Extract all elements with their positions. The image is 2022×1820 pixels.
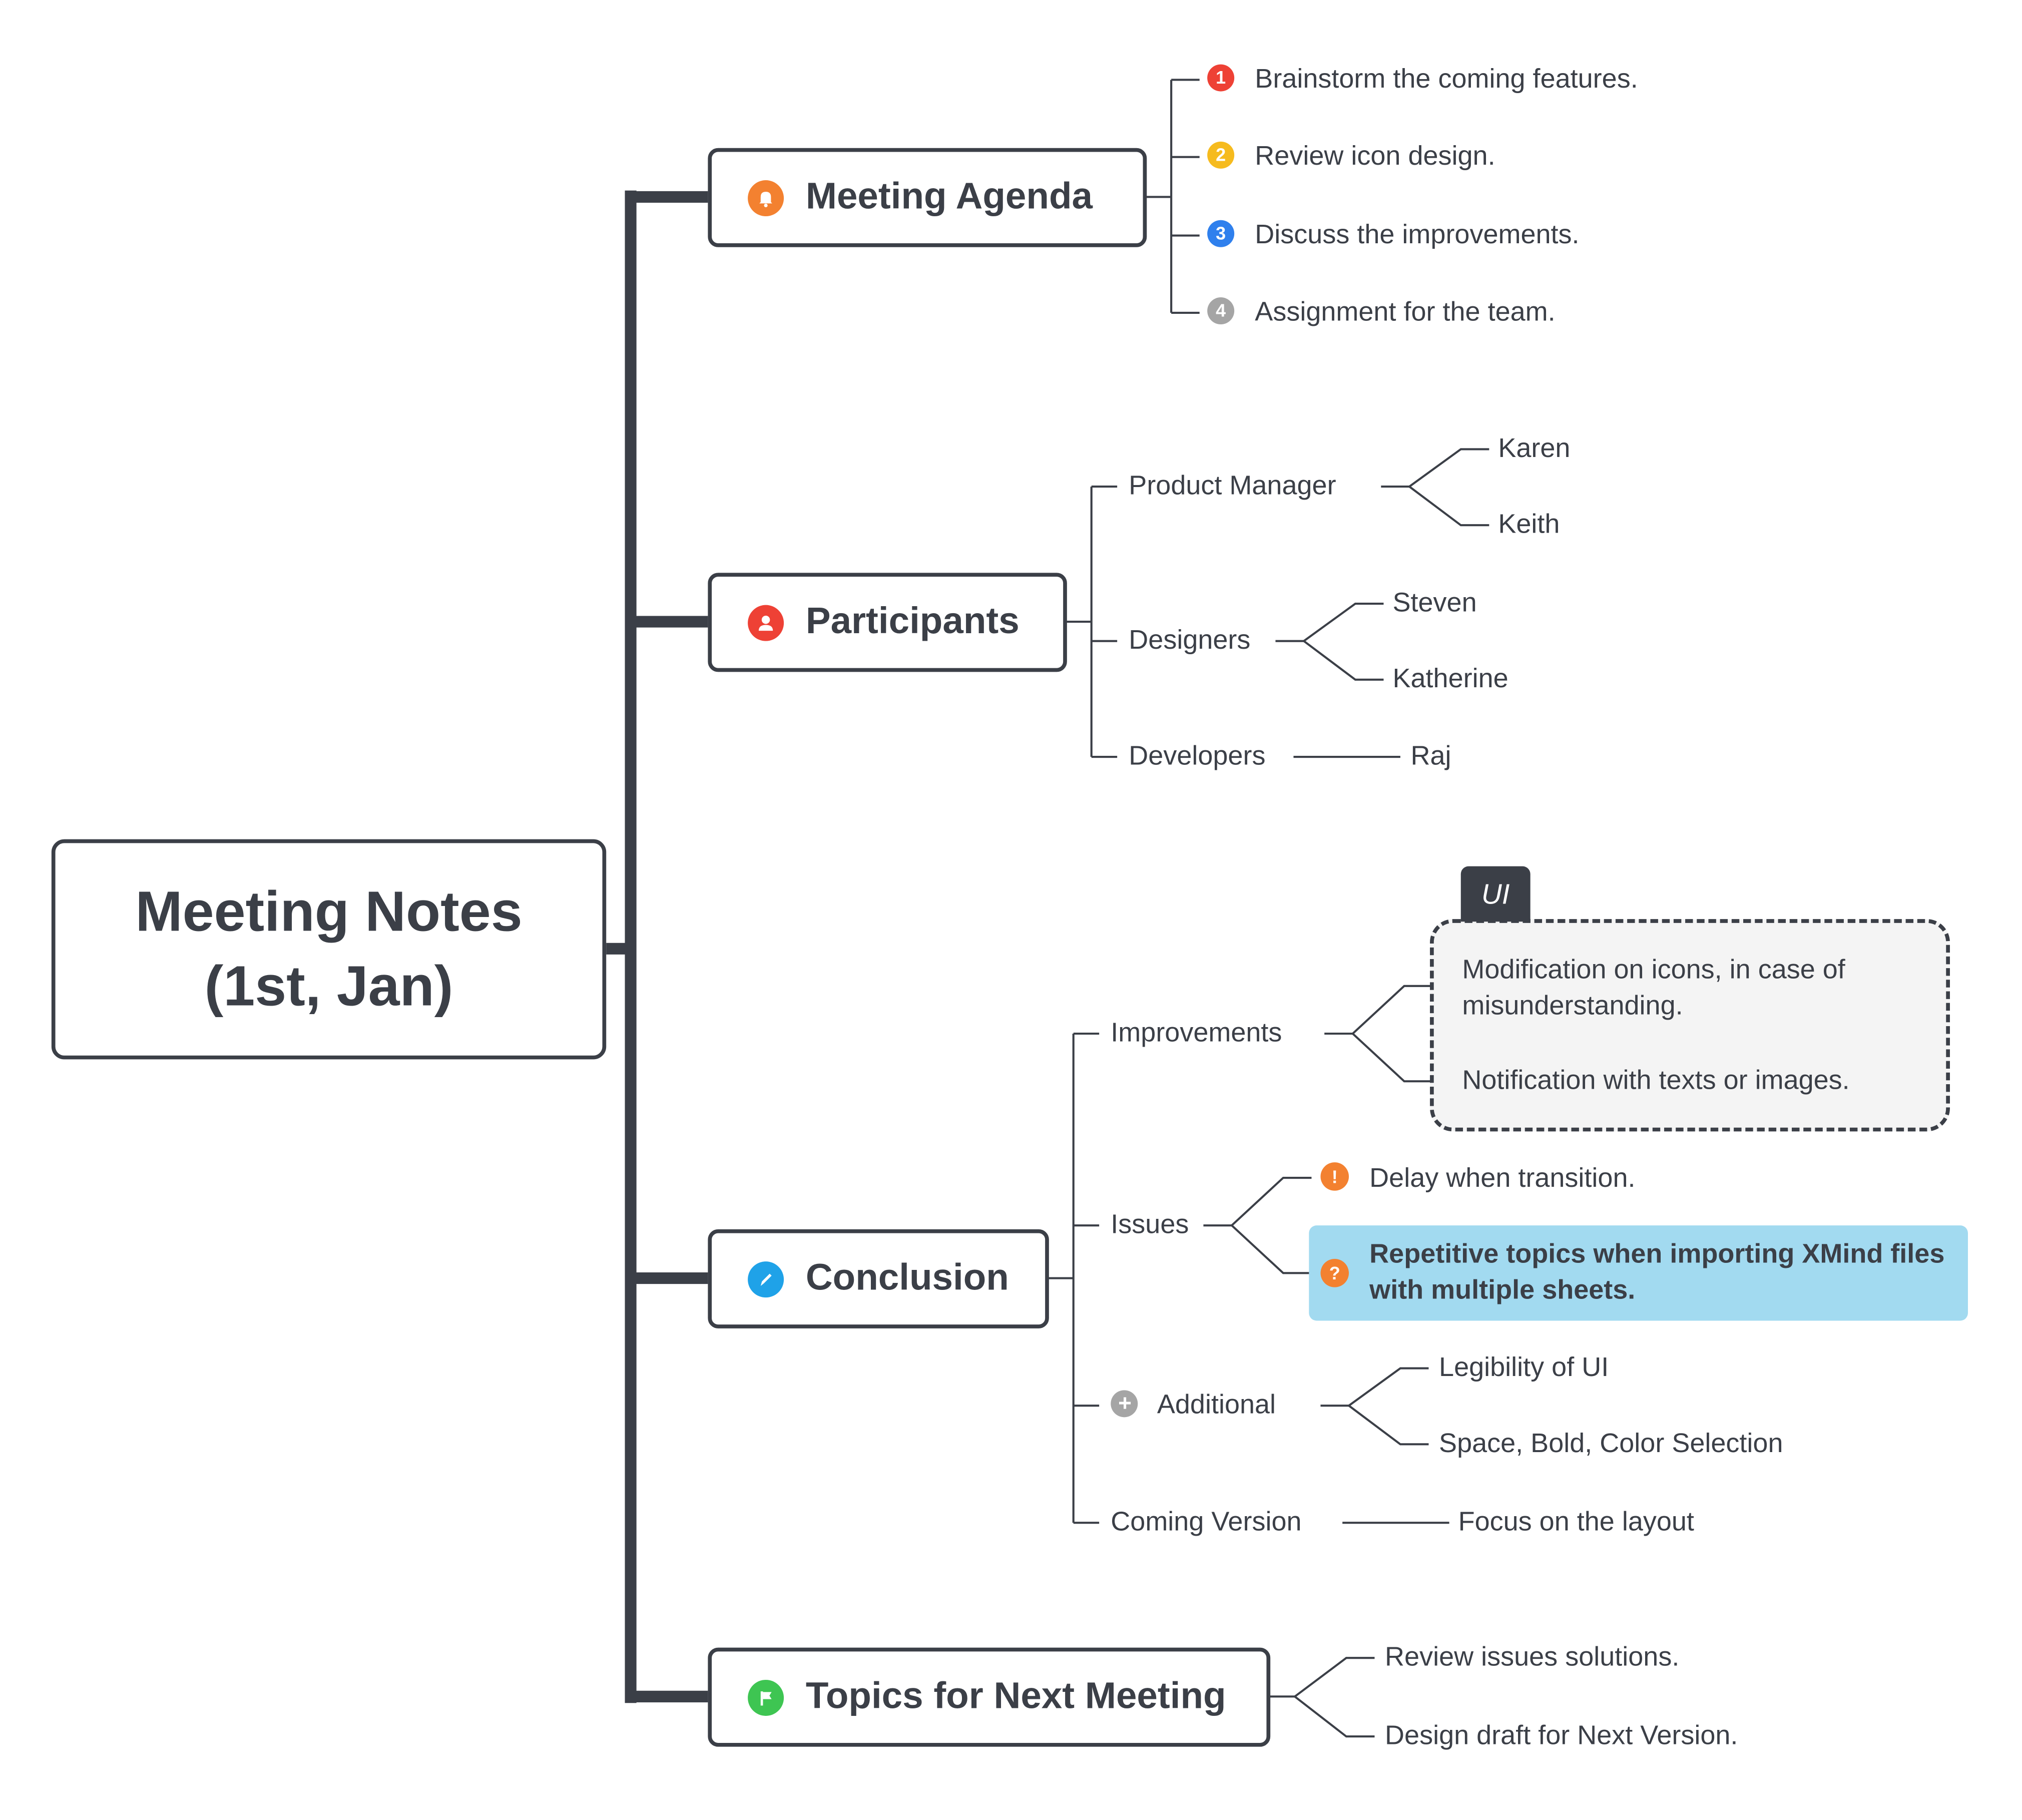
agenda-item-text: Review icon design.	[1255, 141, 1495, 172]
number-2-icon: 2	[1207, 141, 1235, 169]
agenda-item-text: Brainstorm the coming features.	[1255, 64, 1638, 94]
next-topic-item[interactable]: Design draft for Next Version.	[1385, 1721, 1738, 1751]
bell-icon	[748, 179, 784, 216]
plus-icon	[1111, 1390, 1138, 1418]
number-4-icon: 4	[1207, 297, 1235, 324]
subtopic-improvements[interactable]: Improvements	[1111, 1018, 1282, 1048]
highlighted-issue-text: Repetitive topics when importing XMind f…	[1369, 1239, 1945, 1305]
member-name[interactable]: Karen	[1498, 433, 1571, 464]
subtopic-coming-version[interactable]: Coming Version	[1111, 1507, 1302, 1537]
main-topic-conclusion[interactable]: Conclusion	[708, 1229, 1049, 1328]
role-product-manager[interactable]: Product Manager	[1129, 471, 1336, 501]
main-topic-label: Participants	[805, 601, 1020, 643]
coming-version-item[interactable]: Focus on the layout	[1458, 1507, 1694, 1537]
highlighted-issue[interactable]	[1309, 1225, 1968, 1321]
agenda-item-text: Assignment for the team.	[1255, 297, 1556, 327]
pencil-icon	[748, 1260, 784, 1297]
agenda-item[interactable]: 4 Assignment for the team.	[1207, 296, 1556, 329]
member-name[interactable]: Keith	[1498, 510, 1560, 540]
member-name[interactable]: Katherine	[1392, 664, 1508, 694]
subtopic-label: Additional	[1157, 1390, 1276, 1420]
question-icon: ?	[1320, 1259, 1349, 1287]
main-topic-label: Meeting Agenda	[805, 176, 1093, 218]
subtopic-additional[interactable]: Additional	[1111, 1389, 1276, 1423]
number-1-icon: 1	[1207, 64, 1235, 92]
number-3-icon: 3	[1207, 220, 1235, 247]
issue-item-text: Delay when transition.	[1369, 1163, 1636, 1193]
agenda-item-text: Discuss the improvements.	[1255, 220, 1580, 250]
issue-item[interactable]: ! Delay when transition.	[1320, 1162, 1635, 1196]
boundary-tag[interactable]: UI	[1460, 866, 1531, 922]
subtopic-issues[interactable]: Issues	[1111, 1210, 1189, 1240]
main-topic-label: Topics for Next Meeting	[805, 1676, 1226, 1717]
member-name[interactable]: Raj	[1410, 741, 1451, 771]
exclamation-icon: !	[1320, 1163, 1349, 1191]
agenda-item[interactable]: 3 Discuss the improvements.	[1207, 219, 1580, 252]
role-developers[interactable]: Developers	[1129, 741, 1266, 771]
root-topic[interactable]: Meeting Notes (1st, Jan)	[51, 839, 607, 1060]
additional-item[interactable]: Space, Bold, Color Selection	[1439, 1429, 1783, 1459]
agenda-item[interactable]: 2 Review icon design.	[1207, 140, 1495, 174]
improvement-item[interactable]: Notification with texts or images.	[1462, 1066, 1850, 1096]
root-title-line-2: (1st, Jan)	[204, 954, 453, 1018]
main-topic-label: Conclusion	[805, 1257, 1009, 1299]
ui-boundary[interactable]	[1430, 919, 1950, 1132]
next-topic-item[interactable]: Review issues solutions.	[1385, 1642, 1680, 1672]
role-designers[interactable]: Designers	[1129, 625, 1251, 655]
member-name[interactable]: Steven	[1392, 588, 1477, 618]
root-title-line-1: Meeting Notes	[135, 879, 523, 943]
agenda-item[interactable]: 1 Brainstorm the coming features.	[1207, 63, 1638, 97]
main-topic-meeting-agenda[interactable]: Meeting Agenda	[708, 148, 1147, 247]
flag-icon	[748, 1679, 784, 1715]
additional-item[interactable]: Legibility of UI	[1439, 1352, 1609, 1383]
main-topic-participants[interactable]: Participants	[708, 573, 1067, 672]
main-topic-next-meeting[interactable]: Topics for Next Meeting	[708, 1647, 1271, 1747]
person-icon	[748, 604, 784, 641]
improvement-item[interactable]: Modification on icons, in case of misund…	[1462, 955, 1845, 1021]
